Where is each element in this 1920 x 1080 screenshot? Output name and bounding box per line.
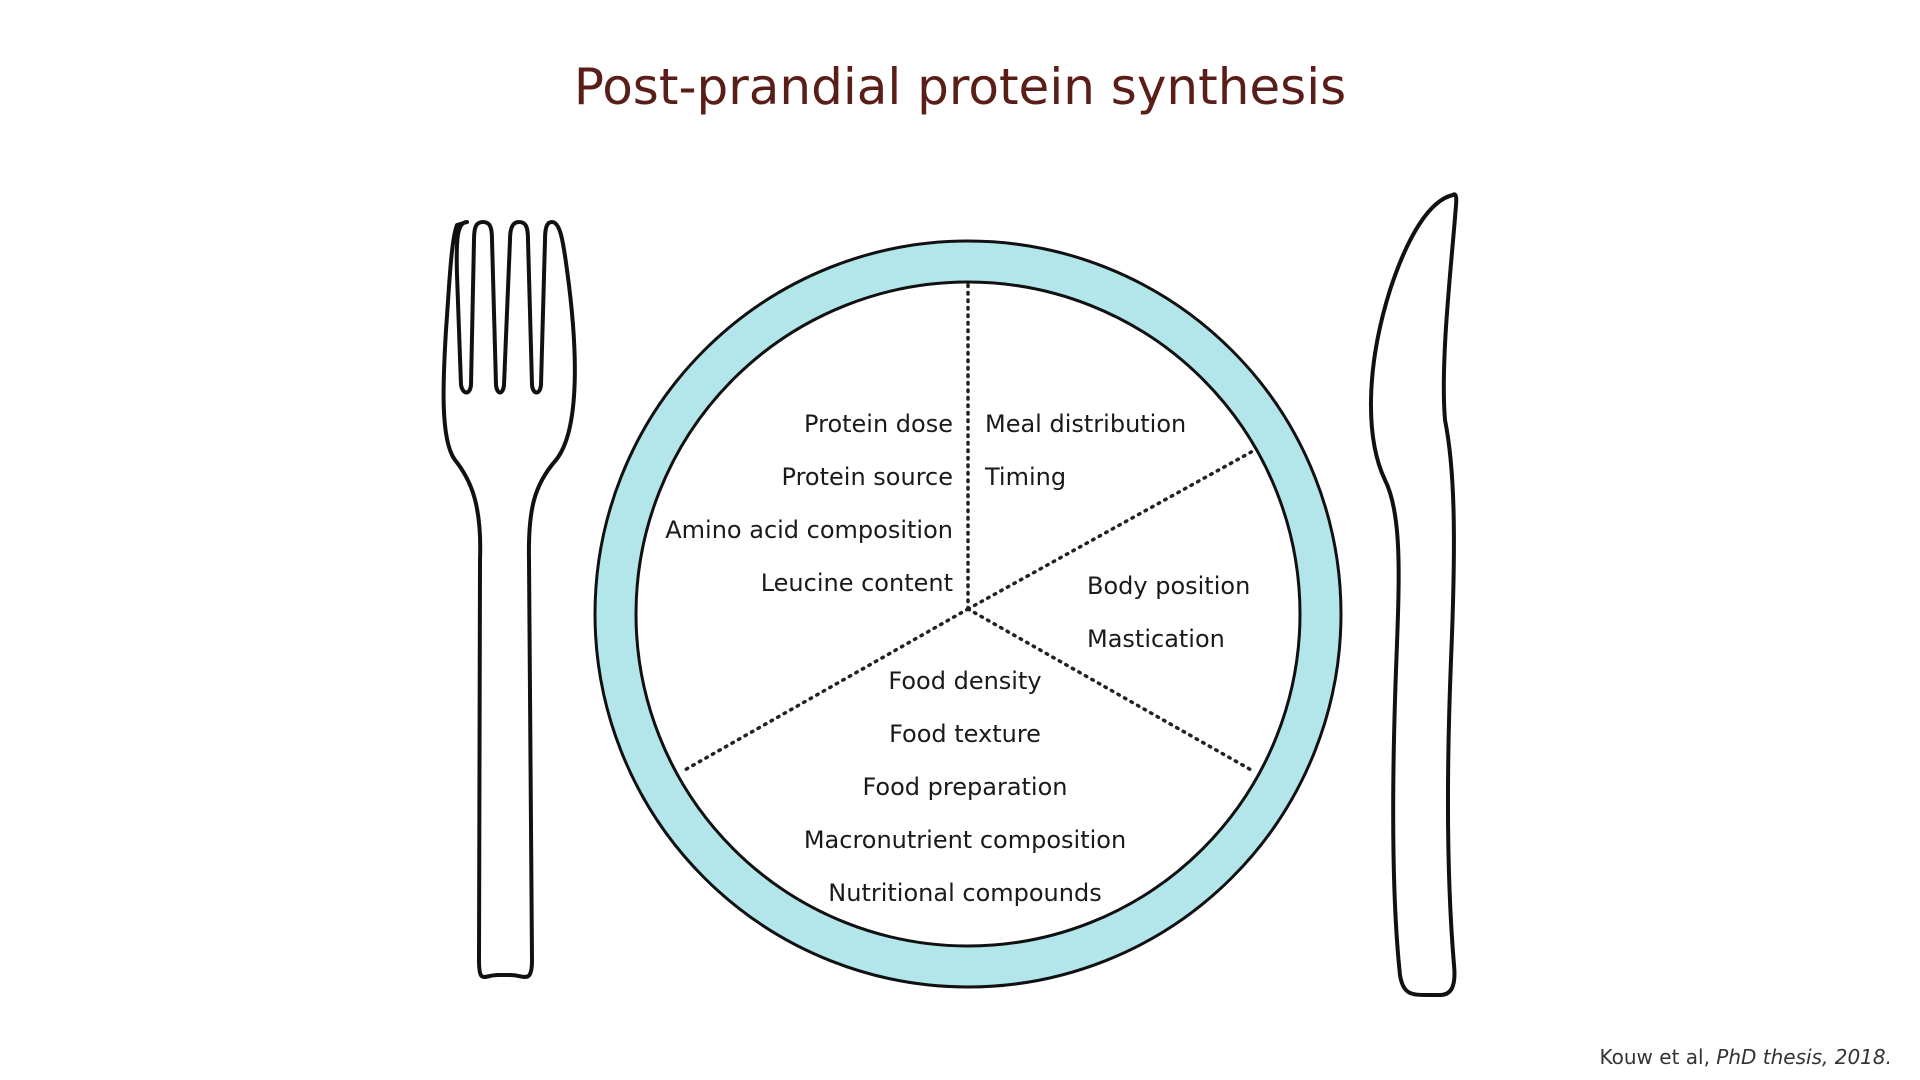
label-mastication: Mastication	[1087, 625, 1225, 653]
knife-icon	[1371, 194, 1456, 995]
label-timing: Timing	[984, 463, 1066, 491]
label-leucine-content: Leucine content	[761, 569, 953, 597]
citation-source: PhD thesis,	[1716, 1045, 1828, 1069]
citation: Kouw et al, PhD thesis, 2018.	[1600, 1045, 1892, 1069]
citation-author: Kouw et al,	[1600, 1045, 1710, 1069]
label-amino-acid-composition: Amino acid composition	[665, 516, 953, 544]
label-body-position: Body position	[1087, 572, 1250, 600]
label-protein-source: Protein source	[782, 463, 953, 491]
label-protein-dose: Protein dose	[804, 410, 953, 438]
label-food-preparation: Food preparation	[862, 773, 1067, 801]
fork-icon	[444, 222, 575, 977]
label-meal-distribution: Meal distribution	[985, 410, 1186, 438]
label-nutritional-compounds: Nutritional compounds	[828, 879, 1101, 907]
citation-year: 2018.	[1835, 1045, 1892, 1069]
label-food-density: Food density	[888, 667, 1041, 695]
label-macronutrient-composition: Macronutrient composition	[804, 826, 1126, 854]
label-food-texture: Food texture	[889, 720, 1041, 748]
